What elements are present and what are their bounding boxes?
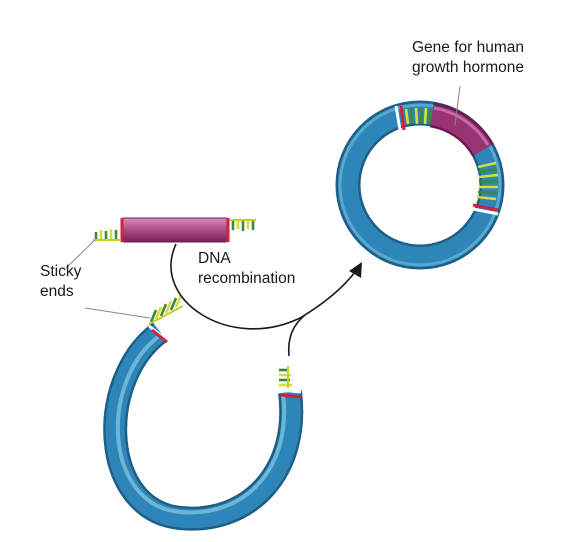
sticky-ends-label: Sticky ends (40, 262, 81, 302)
gene-fragment (93, 217, 256, 243)
sticky-ends-label-line2: ends (40, 283, 74, 300)
sticky-ends-pointer-gene (65, 239, 96, 269)
recombination-label-line2: recombination (198, 270, 296, 287)
gene-label: Gene for human growth hormone (412, 38, 524, 78)
sticky-end-ring-right (476, 161, 499, 201)
recombinant-plasmid (335, 100, 505, 270)
cut-plasmid (103, 294, 304, 531)
sticky-end-ring-top (404, 107, 432, 125)
sticky-end-plasmid-lower (279, 366, 292, 388)
gene-label-line2: growth hormone (412, 59, 525, 76)
recombination-arrow (170, 243, 362, 357)
recombination-label-line1: DNA (198, 250, 231, 267)
sticky-end-gene-left (93, 229, 121, 241)
sticky-ends-pointer-plasmid (84, 307, 151, 319)
arrow-head (349, 262, 362, 278)
sticky-end-gene-right (230, 219, 256, 231)
sticky-end-plasmid-upper (148, 294, 184, 325)
recombination-label: DNA recombination (198, 249, 295, 289)
gene-pointer-line (454, 85, 461, 126)
sticky-ends-label-line1: Sticky (40, 263, 82, 280)
gene-label-line1: Gene for human (412, 39, 525, 56)
